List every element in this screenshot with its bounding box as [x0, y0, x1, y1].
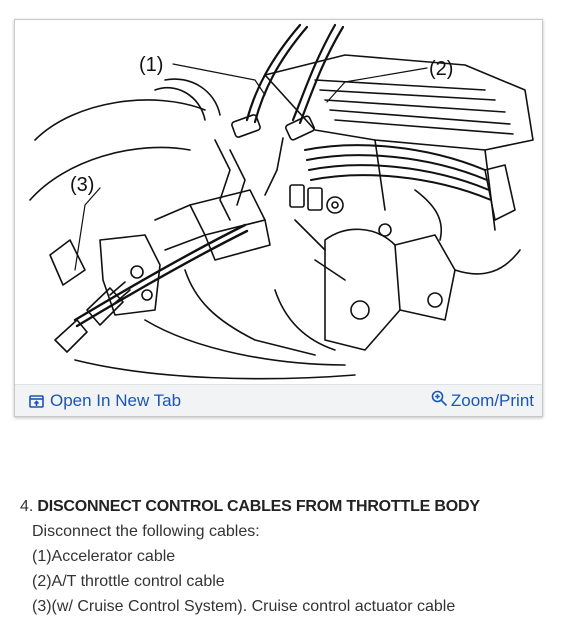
- list-item: (3)(w/ Cruise Control System). Cruise co…: [32, 598, 456, 615]
- step-heading: 4. DISCONNECT CONTROL CABLES FROM THROTT…: [20, 494, 560, 519]
- step-body: Disconnect the following cables: (1)Acce…: [20, 519, 560, 619]
- callout-2: (2): [429, 58, 453, 80]
- procedure-step: 4. DISCONNECT CONTROL CABLES FROM THROTT…: [20, 494, 560, 619]
- open-in-new-tab-button[interactable]: Open In New Tab: [29, 390, 181, 412]
- callout-1: (1): [139, 54, 163, 76]
- list-item: (1)Accelerator cable: [32, 548, 176, 565]
- step-intro: Disconnect the following cables:: [32, 523, 260, 540]
- zoom-in-icon: [431, 390, 447, 406]
- throttle-body-diagram[interactable]: (1) (2) (3): [15, 20, 542, 384]
- open-new-tab-icon: [29, 394, 44, 408]
- callout-3: (3): [70, 174, 94, 196]
- zoom-print-button[interactable]: Zoom/Print: [431, 390, 534, 412]
- figure-toolbar: Open In New Tab Zoom/Print: [15, 384, 542, 416]
- list-item: (2)A/T throttle control cable: [32, 573, 225, 590]
- step-title: DISCONNECT CONTROL CABLES FROM THROTTLE …: [37, 498, 480, 515]
- zoom-print-label: Zoom/Print: [450, 391, 534, 410]
- open-in-new-tab-label: Open In New Tab: [50, 391, 182, 410]
- step-number: 4.: [20, 498, 34, 515]
- figure-card: (1) (2) (3) Open In New Tab Zoom/Print: [14, 19, 543, 417]
